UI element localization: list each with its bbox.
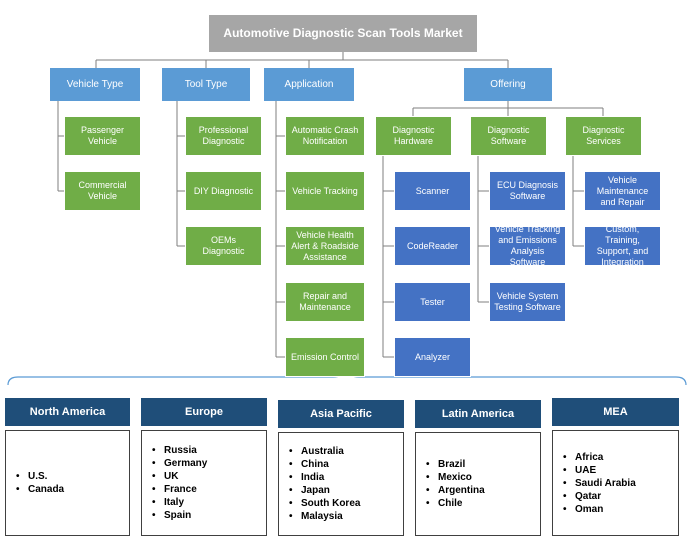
- offering-services: Diagnostic Services: [565, 116, 642, 156]
- vehicle-type-item: Commercial Vehicle: [64, 171, 141, 211]
- country-item: U.S.: [16, 470, 64, 483]
- category-vehicle-type: Vehicle Type: [50, 68, 140, 101]
- country-item: Chile: [426, 497, 485, 510]
- services-item: Vehicle Maintenance and Repair: [584, 171, 661, 211]
- category-offering: Offering: [464, 68, 552, 101]
- region-list-europe: Russia Germany UK France Italy Spain: [141, 430, 267, 536]
- offering-software: Diagnostic Software: [470, 116, 547, 156]
- software-item: Vehicle System Testing Software: [489, 282, 566, 322]
- software-item: Vehicle Tracking and Emissions Analysis …: [489, 224, 566, 267]
- country-item: Mexico: [426, 471, 485, 484]
- tool-type-item: OEMs Diagnostic: [185, 226, 262, 266]
- country-item: Qatar: [563, 490, 636, 503]
- country-item: Spain: [152, 509, 207, 522]
- application-item: Vehicle Tracking: [285, 171, 365, 211]
- diagram-title: Automotive Diagnostic Scan Tools Market: [209, 15, 477, 52]
- country-item: South Korea: [289, 497, 360, 510]
- hardware-item: CodeReader: [394, 226, 471, 266]
- country-item: Russia: [152, 444, 207, 457]
- vehicle-type-item: Passenger Vehicle: [64, 116, 141, 156]
- hardware-item: Analyzer: [394, 337, 471, 377]
- country-item: UK: [152, 470, 207, 483]
- country-item: Canada: [16, 483, 64, 496]
- country-item: UAE: [563, 464, 636, 477]
- region-header-north-america: North America: [5, 398, 130, 426]
- region-list-latin-america: Brazil Mexico Argentina Chile: [415, 432, 541, 536]
- application-item: Repair and Maintenance: [285, 282, 365, 322]
- country-item: Australia: [289, 445, 360, 458]
- application-item: Emission Control: [285, 337, 365, 377]
- tool-type-item: DIY Diagnostic: [185, 171, 262, 211]
- offering-hardware: Diagnostic Hardware: [375, 116, 452, 156]
- country-item: China: [289, 458, 360, 471]
- country-item: Oman: [563, 503, 636, 516]
- region-list-north-america: U.S. Canada: [5, 430, 130, 536]
- country-item: Germany: [152, 457, 207, 470]
- region-header-asia-pacific: Asia Pacific: [278, 400, 404, 428]
- region-header-latin-america: Latin America: [415, 400, 541, 428]
- country-item: India: [289, 471, 360, 484]
- country-item: Malaysia: [289, 510, 360, 523]
- country-item: France: [152, 483, 207, 496]
- country-item: Italy: [152, 496, 207, 509]
- hardware-item: Scanner: [394, 171, 471, 211]
- hardware-item: Tester: [394, 282, 471, 322]
- country-item: Saudi Arabia: [563, 477, 636, 490]
- category-tool-type: Tool Type: [162, 68, 250, 101]
- region-header-europe: Europe: [141, 398, 267, 426]
- application-item: Automatic Crash Notification: [285, 116, 365, 156]
- software-item: ECU Diagnosis Software: [489, 171, 566, 211]
- application-item: Vehicle Health Alert & Roadside Assistan…: [285, 226, 365, 266]
- services-item: Custom, Training, Support, and Integrati…: [584, 224, 661, 267]
- country-item: Brazil: [426, 458, 485, 471]
- region-list-mea: Africa UAE Saudi Arabia Qatar Oman: [552, 430, 679, 536]
- country-item: Africa: [563, 451, 636, 464]
- country-item: Japan: [289, 484, 360, 497]
- tool-type-item: Professional Diagnostic: [185, 116, 262, 156]
- region-list-asia-pacific: Australia China India Japan South Korea …: [278, 432, 404, 536]
- category-application: Application: [264, 68, 354, 101]
- country-item: Argentina: [426, 484, 485, 497]
- region-header-mea: MEA: [552, 398, 679, 426]
